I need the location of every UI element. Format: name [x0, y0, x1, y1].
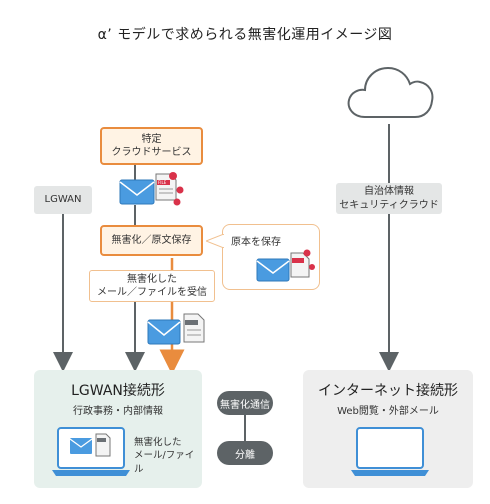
file-icon: FILE [155, 173, 177, 201]
original-storage-bubble: 原本を保存 [222, 224, 320, 290]
received-box: 無害化した メール／ファイルを受信 [89, 270, 215, 302]
separation-pill: 分離 [217, 441, 273, 465]
cloud-icon [347, 66, 434, 118]
sanitized-communication-pill: 無害化通信 [217, 391, 273, 415]
laptop-icon [52, 427, 130, 476]
lgwan-box: LGWAN [34, 186, 92, 214]
laptop-icon [351, 427, 429, 476]
bubble-pointer [206, 234, 224, 248]
virus-icon [169, 172, 184, 206]
internet-panel-title: インターネット接続形 [318, 383, 458, 399]
diagram-title: α’ モデルで求められる無害化運用イメージ図 [97, 27, 393, 43]
security-cloud-box: 自治体情報 セキュリティクラウド [336, 183, 442, 214]
sanitize-box: 無害化／原文保存 [100, 225, 203, 256]
cloud-service-box: 特定 クラウドサービス [100, 127, 203, 165]
lgwan-panel: LGWAN接続形 行政事務・内部情報 無害化した メール/ファイル [34, 370, 202, 488]
lgwan-panel-subtitle: 行政事務・内部情報 [73, 406, 163, 417]
lgwan-panel-title: LGWAN接続形 [71, 383, 165, 399]
clean-mail-icon [147, 313, 205, 345]
mail-with-virus: FILE [118, 170, 188, 210]
envelope-icon [119, 179, 155, 205]
lgwan-device-caption: 無害化した メール/ファイル [134, 437, 195, 475]
internet-panel-subtitle: Web閲覧・外部メール [337, 406, 439, 417]
svg-text:FILE: FILE [158, 180, 167, 185]
envelope-icon [256, 249, 315, 282]
internet-panel: インターネット接続形 Web閲覧・外部メール [303, 370, 473, 488]
original-storage-label: 原本を保存 [231, 237, 281, 248]
